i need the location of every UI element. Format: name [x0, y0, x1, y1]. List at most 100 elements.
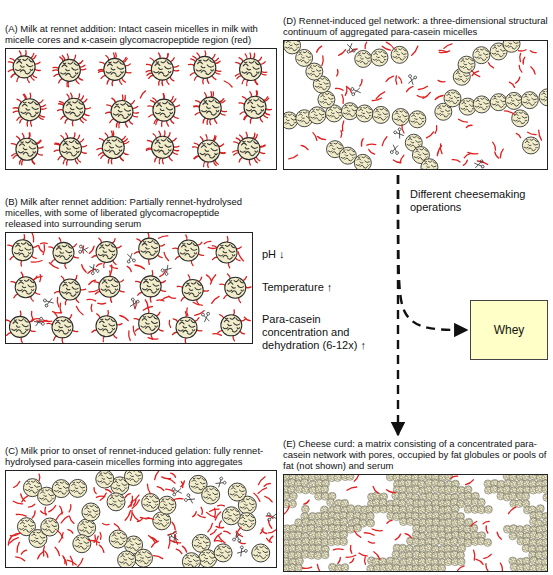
free-glycomacropeptide — [171, 473, 176, 477]
rennet-scissors — [161, 264, 173, 276]
free-glycomacropeptide — [387, 490, 396, 493]
free-glycomacropeptide — [168, 479, 176, 484]
free-glycomacropeptide — [374, 552, 380, 560]
free-glycomacropeptide — [16, 557, 25, 561]
free-glycomacropeptide — [21, 550, 26, 554]
free-glycomacropeptide — [94, 488, 96, 494]
free-glycomacropeptide — [355, 531, 361, 537]
casein-micelle — [444, 506, 452, 514]
free-glycomacropeptide — [372, 529, 382, 531]
free-glycomacropeptide — [493, 142, 496, 150]
casein-micelle — [464, 539, 472, 547]
free-glycomacropeptide — [206, 275, 211, 281]
free-glycomacropeptide — [244, 317, 250, 321]
casein-micelle — [452, 531, 460, 539]
free-glycomacropeptide — [218, 504, 225, 506]
free-glycomacropeptide — [338, 558, 341, 564]
free-glycomacropeptide — [31, 312, 33, 320]
free-glycomacropeptide — [96, 264, 102, 267]
free-glycomacropeptide — [350, 545, 351, 553]
casein-micelle — [490, 94, 507, 111]
free-glycomacropeptide — [369, 150, 375, 155]
casein-micelle — [178, 240, 199, 261]
casein-micelle — [444, 558, 452, 566]
casein-micelle — [412, 485, 420, 493]
free-glycomacropeptide — [407, 86, 414, 91]
free-glycomacropeptide — [193, 512, 197, 517]
free-glycomacropeptide — [417, 96, 423, 98]
casein-micelle — [347, 525, 355, 533]
free-glycomacropeptide — [155, 471, 159, 479]
free-glycomacropeptide — [208, 247, 216, 248]
casein-micelle — [421, 159, 438, 169]
free-glycomacropeptide — [181, 481, 185, 487]
free-glycomacropeptide — [518, 50, 526, 51]
free-glycomacropeptide — [224, 81, 232, 87]
casein-micelle — [432, 518, 440, 526]
free-glycomacropeptide — [153, 556, 163, 559]
rennet-scissors — [236, 545, 248, 557]
casein-micelle — [153, 99, 175, 121]
free-glycomacropeptide — [395, 534, 400, 540]
casein-micelle — [140, 276, 161, 297]
free-glycomacropeptide — [360, 79, 362, 86]
free-glycomacropeptide — [505, 111, 515, 115]
free-glycomacropeptide — [289, 155, 298, 159]
rennet-scissors — [129, 298, 140, 309]
free-glycomacropeptide — [313, 133, 317, 141]
free-glycomacropeptide — [162, 477, 171, 479]
casein-micelle — [457, 558, 465, 566]
casein-micelle — [102, 136, 124, 158]
casein-micelle — [289, 500, 297, 508]
free-glycomacropeptide — [488, 63, 493, 68]
free-glycomacropeptide — [182, 546, 186, 552]
free-glycomacropeptide — [318, 137, 326, 140]
free-glycomacropeptide — [396, 76, 397, 85]
panel-caption: (A) Milk at rennet addition: Intact case… — [5, 23, 277, 45]
casein-micelle — [458, 56, 475, 73]
casein-micelle — [385, 563, 393, 571]
casein-micelle — [473, 47, 490, 64]
free-glycomacropeptide — [466, 125, 472, 127]
free-glycomacropeptide — [219, 521, 221, 527]
free-glycomacropeptide — [386, 42, 394, 49]
free-glycomacropeptide — [337, 70, 338, 77]
rennet-scissors — [168, 531, 179, 543]
casein-micelle — [509, 532, 517, 540]
condition-label: Temperature ↑ — [262, 281, 388, 294]
panel-frame — [283, 40, 548, 170]
casein-micelle — [437, 551, 445, 559]
casein-micelle — [333, 505, 341, 513]
casein-micelle — [371, 49, 388, 66]
free-glycomacropeptide — [387, 520, 392, 523]
free-glycomacropeptide — [510, 82, 515, 87]
panel-frame — [5, 470, 277, 568]
casein-micelle — [309, 107, 326, 124]
casein-micelle — [341, 103, 358, 120]
free-glycomacropeptide — [258, 477, 265, 485]
casein-micelle — [318, 91, 335, 108]
free-glycomacropeptide — [376, 92, 384, 99]
free-glycomacropeptide — [322, 56, 323, 66]
casein-micelle — [490, 485, 498, 493]
casein-micelle — [315, 544, 323, 552]
free-glycomacropeptide — [57, 531, 63, 539]
free-glycomacropeptide — [132, 513, 139, 521]
free-glycomacropeptide — [67, 560, 76, 565]
free-glycomacropeptide — [463, 160, 467, 165]
free-glycomacropeptide — [530, 51, 536, 53]
free-glycomacropeptide — [76, 306, 83, 315]
casein-micelle — [431, 538, 439, 546]
free-glycomacropeptide — [94, 535, 95, 542]
casein-micelle — [409, 111, 426, 128]
casein-micelle — [327, 499, 335, 507]
free-glycomacropeptide — [373, 487, 378, 494]
free-glycomacropeptide — [60, 506, 62, 514]
casein-micelle — [19, 99, 41, 121]
free-glycomacropeptide — [69, 505, 71, 512]
free-glycomacropeptide — [129, 331, 131, 341]
free-glycomacropeptide — [29, 504, 35, 507]
free-glycomacropeptide — [399, 77, 402, 83]
free-glycomacropeptide — [131, 510, 133, 520]
rennet-scissors — [232, 532, 242, 543]
